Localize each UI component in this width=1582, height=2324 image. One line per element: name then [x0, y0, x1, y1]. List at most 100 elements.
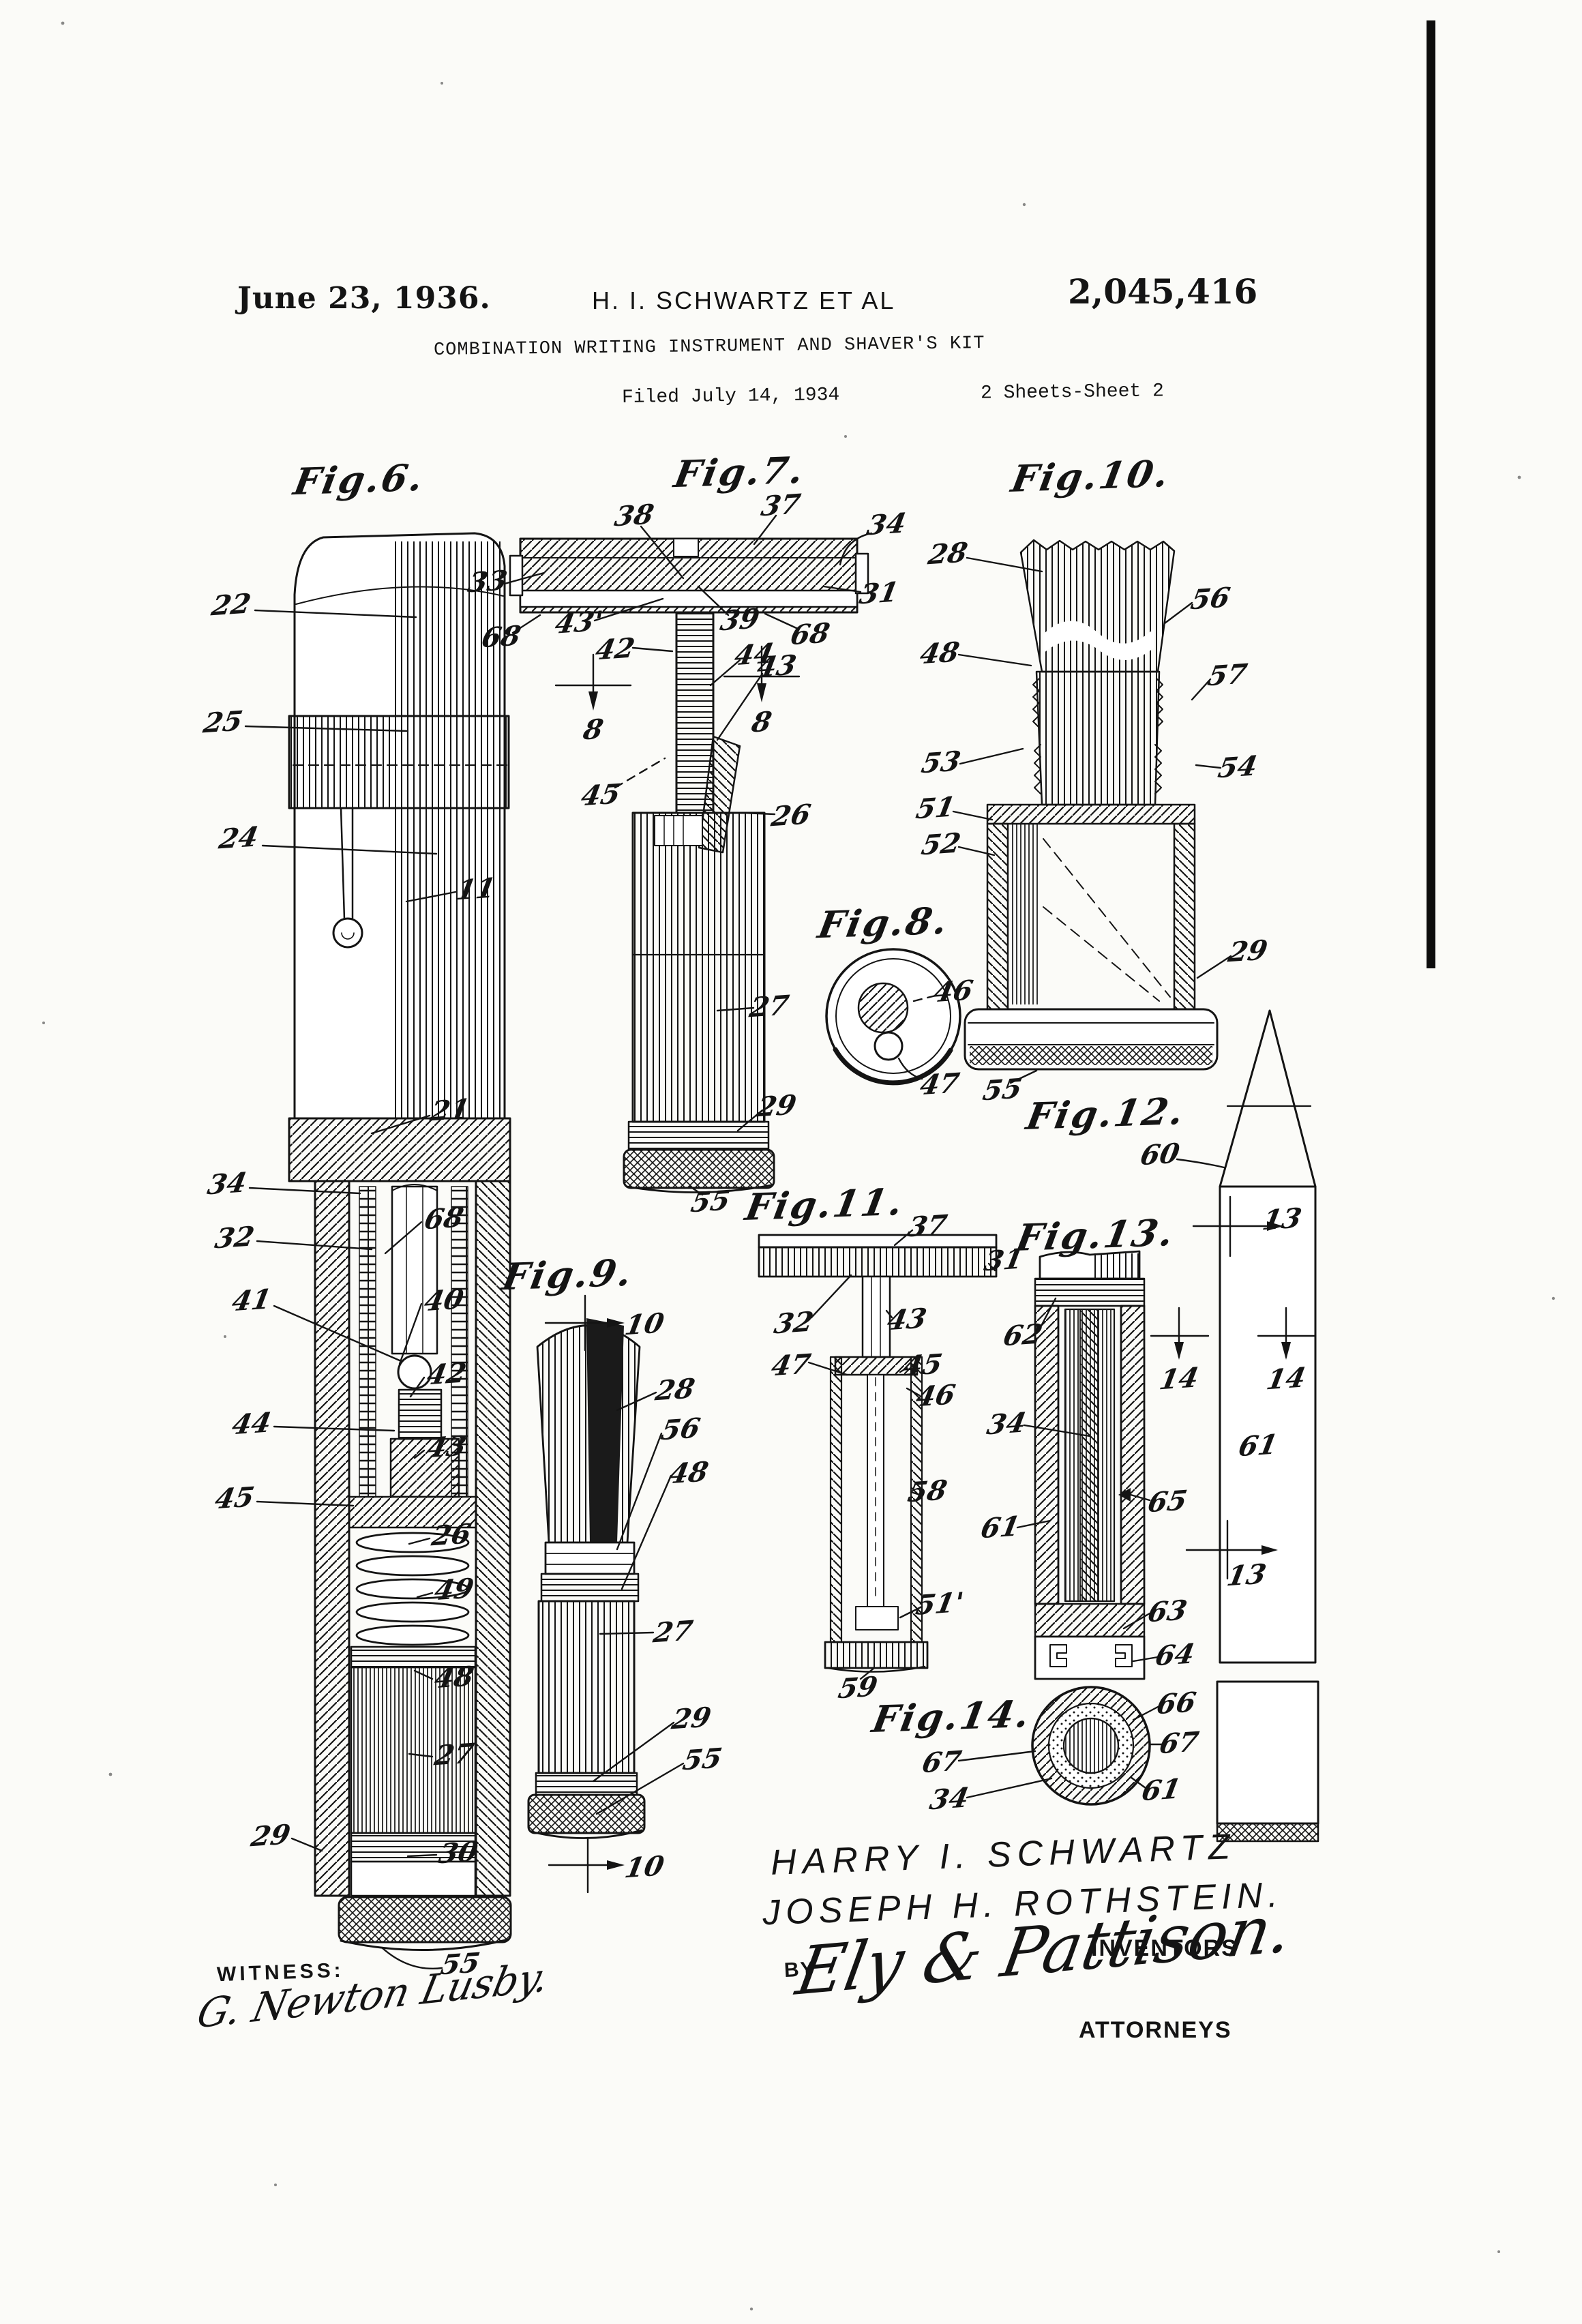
ref-numeral-fig8-47: 47	[917, 1067, 962, 1102]
ref-numeral-fig6-24: 24	[216, 820, 261, 856]
fig7-section-lines	[554, 645, 801, 711]
figure-label-fig14: Fig.14.	[869, 1691, 1035, 1742]
ref-numeral-fig9-29: 29	[669, 1701, 714, 1736]
fig13-leader-lines	[1016, 1297, 1159, 1663]
patent-inventor-line: H. I. SCHWARTZ ET AL	[592, 286, 896, 314]
patent-number: 2,045,416	[1068, 271, 1258, 312]
ref-numeral-fig7-27: 27	[747, 989, 792, 1024]
figure-label-fig11: Fig.11.	[742, 1179, 908, 1230]
ref-numeral-fig10-56: 56	[1188, 581, 1233, 616]
ref-numeral-fig11-58: 58	[905, 1474, 950, 1509]
ref-numeral-fig11-46: 46	[913, 1378, 958, 1414]
fig12-drawing	[1176, 1009, 1319, 1843]
ref-numeral-fig6-40: 40	[421, 1283, 466, 1318]
ref-numeral-fig14-61: 61	[1139, 1772, 1184, 1808]
ref-numeral-fig6-26: 26	[429, 1517, 474, 1553]
ref-numeral-fig14-66: 66	[1154, 1686, 1199, 1721]
ref-numeral-fig6-45: 45	[212, 1480, 257, 1516]
figure-label-fig9: Fig.9.	[498, 1250, 638, 1299]
ref-numeral-fig10-29: 29	[1225, 934, 1270, 969]
ref-numeral-fig9-56: 56	[658, 1412, 703, 1447]
ref-numeral-fig10-53: 53	[919, 745, 964, 780]
fig7-drawing	[503, 514, 873, 1196]
ref-numeral-fig12-13: 13	[1224, 1558, 1269, 1593]
ref-numeral-fig9-27: 27	[651, 1614, 696, 1650]
patent-date: June 23, 1936.	[237, 281, 491, 316]
ref-numeral-fig7-45: 45	[578, 777, 623, 813]
ref-numeral-fig6-21: 21	[428, 1092, 473, 1128]
ref-numeral-fig9-48: 48	[666, 1455, 711, 1491]
figure-label-fig10: Fig.10.	[1008, 451, 1174, 501]
fig12-leader-line	[1176, 1158, 1225, 1169]
ref-numeral-fig10-57: 57	[1205, 657, 1250, 693]
ref-numeral-fig6-42: 42	[424, 1356, 469, 1392]
ref-numeral-fig11-47: 47	[768, 1347, 814, 1383]
ref-numeral-fig10-52: 52	[919, 826, 964, 862]
ref-numeral-fig13-63: 63	[1145, 1594, 1190, 1629]
fig10-drawing	[952, 539, 1232, 1084]
ref-numeral-fig6-30: 30	[436, 1835, 481, 1871]
ref-numeral-fig6-27: 27	[432, 1737, 477, 1772]
ref-numeral-fig7-42: 42	[593, 631, 638, 667]
ref-numeral-fig13-64: 64	[1152, 1637, 1197, 1673]
fig14-drawing	[957, 1686, 1163, 1806]
ref-numeral-fig11-45: 45	[900, 1347, 945, 1383]
ref-numeral-fig14-67: 67	[919, 1744, 964, 1780]
ref-numeral-fig13-34: 34	[984, 1406, 1029, 1442]
ref-numeral-fig7-55: 55	[688, 1184, 733, 1219]
fig10-leader-lines	[952, 556, 1232, 1084]
ref-numeral-fig7-68: 68	[788, 616, 833, 652]
attorneys-label: ATTORNEYS	[1079, 2017, 1232, 2043]
ref-numeral-fig6-34: 34	[205, 1166, 250, 1202]
ref-numeral-fig10-28: 28	[925, 536, 970, 571]
inventors-label: INVENTORS	[1091, 1935, 1238, 1961]
figure-label-fig6: Fig.6.	[290, 455, 429, 504]
ref-numeral-fig6-11: 11	[453, 872, 498, 907]
ref-numeral-fig7-68: 68	[479, 619, 524, 655]
ref-numeral-fig9-55: 55	[680, 1742, 725, 1777]
fig14-leader-lines	[957, 1705, 1163, 1799]
ref-numeral-fig9-10: 10	[622, 1849, 667, 1885]
fig8-leader-lines	[897, 994, 937, 1080]
fig13-drawing	[1016, 1250, 1210, 1680]
scan-edge-artifact	[1427, 20, 1435, 968]
ref-numeral-fig7-38: 38	[612, 498, 657, 533]
fig9-drawing	[527, 1294, 685, 1894]
sheet-info: 2 Sheets-Sheet 2	[980, 381, 1165, 404]
figure-label-fig8: Fig.8.	[814, 898, 953, 947]
ref-numeral-fig11-37: 37	[905, 1208, 950, 1244]
ref-numeral-fig7-26: 26	[768, 798, 814, 833]
ref-numeral-fig14-67: 67	[1156, 1725, 1202, 1761]
ref-numeral-fig10-48: 48	[917, 636, 962, 671]
ref-numeral-fig11-51p: 51'	[913, 1586, 966, 1622]
ref-numeral-fig7-43p: 43'	[552, 605, 606, 640]
ref-numeral-fig10-54: 54	[1215, 749, 1260, 785]
ref-numeral-fig11-43: 43	[884, 1302, 929, 1337]
fig11-drawing	[758, 1229, 998, 1680]
ref-numeral-fig7-33: 33	[465, 564, 510, 599]
filed-date: Filed July 14, 1934	[621, 385, 840, 408]
figure-label-fig12: Fig.12.	[1023, 1088, 1189, 1139]
ref-numeral-fig7-29: 29	[754, 1088, 799, 1124]
fig12-section-lines	[1185, 1195, 1317, 1580]
ref-numeral-fig7-43: 43	[754, 649, 799, 684]
ref-numeral-fig7-31: 31	[856, 576, 901, 611]
ref-numeral-fig7-37: 37	[758, 488, 803, 523]
ref-numeral-fig13-65: 65	[1145, 1484, 1190, 1519]
ref-numeral-fig10-55: 55	[980, 1072, 1025, 1107]
fig13-section-lines	[1150, 1307, 1210, 1360]
ref-numeral-fig6-43: 43	[424, 1429, 469, 1465]
scan-noise	[42, 21, 1555, 2311]
ref-numeral-fig12-13: 13	[1259, 1202, 1304, 1237]
ref-numeral-fig8-46: 46	[931, 974, 976, 1009]
ref-numeral-fig6-32: 32	[212, 1220, 257, 1255]
ref-numeral-fig6-29: 29	[248, 1818, 293, 1853]
fig8-drawing	[825, 948, 961, 1086]
ref-numeral-fig12-14: 14	[1264, 1361, 1309, 1397]
ref-numeral-fig14-34: 34	[927, 1781, 972, 1817]
fig9-leader-lines	[592, 1391, 685, 1815]
ref-numeral-fig6-49: 49	[432, 1572, 477, 1607]
ref-numeral-fig6-41: 41	[229, 1283, 274, 1318]
